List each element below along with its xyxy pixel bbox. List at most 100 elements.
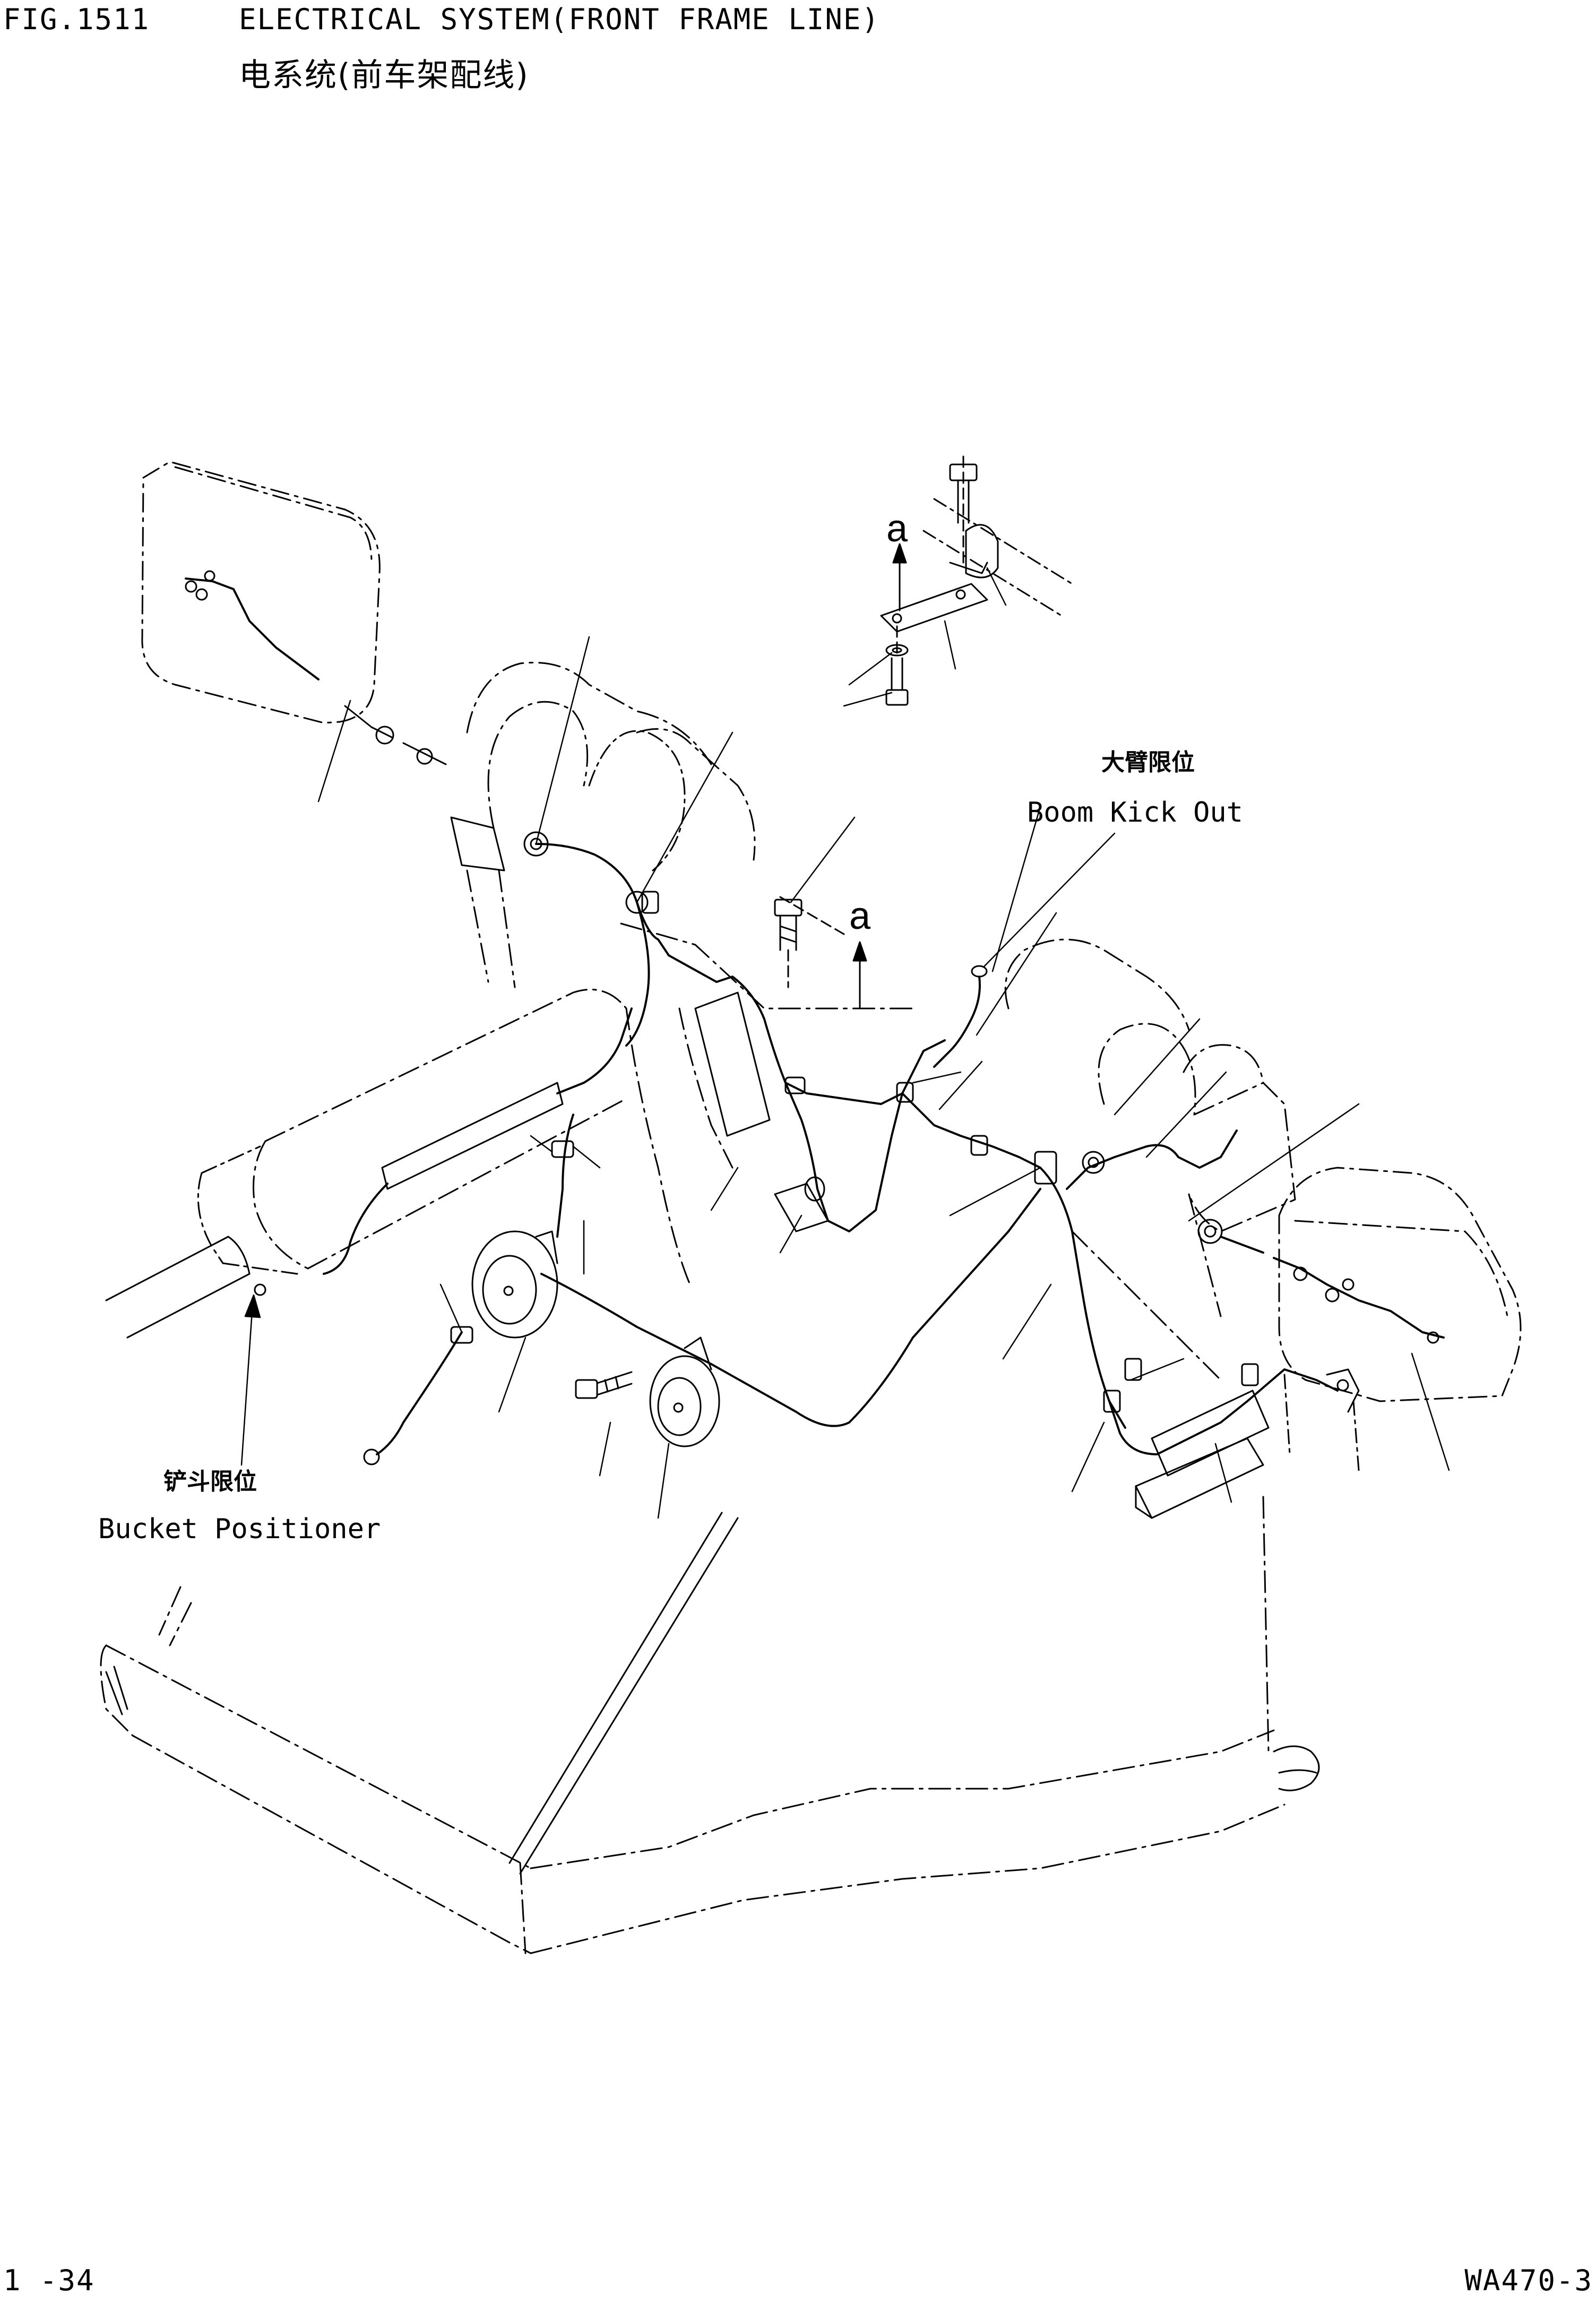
harness-run-right-2 bbox=[1067, 1146, 1146, 1189]
bucket-positioner-lead bbox=[364, 1327, 472, 1464]
left-pivot-arm bbox=[637, 729, 755, 860]
right-grommet bbox=[1083, 1152, 1104, 1173]
harness-clip bbox=[971, 1136, 987, 1155]
left-headlamp-connector bbox=[205, 571, 214, 581]
left-pivot-boss-inner bbox=[589, 731, 685, 870]
bucket-positioner-leader-head bbox=[245, 1295, 260, 1317]
boom-kick-out-leader bbox=[985, 833, 1115, 966]
cylinder-rod-lower bbox=[127, 1274, 249, 1338]
horn-left-center bbox=[504, 1287, 513, 1295]
harness-run-right bbox=[1040, 1168, 1125, 1428]
boom-kick-out-label-cn: 大臂限位 bbox=[1101, 749, 1195, 776]
horn-bolt-shank bbox=[597, 1372, 632, 1395]
left-headlamp bbox=[142, 462, 446, 764]
left-headlamp-connector bbox=[196, 589, 207, 600]
right-headlamp-connector bbox=[1428, 1332, 1438, 1343]
harness-clip bbox=[1035, 1152, 1056, 1184]
boom-arm-front-edge bbox=[510, 1513, 722, 1863]
right-headlamp-connector bbox=[1343, 1279, 1353, 1290]
boom-kick-out-sensor bbox=[972, 966, 987, 977]
boom-kick-out-label-en: Boom Kick Out bbox=[1027, 797, 1243, 829]
detail-a-lower-arrowhead bbox=[853, 942, 866, 961]
left-headlamp-face bbox=[175, 467, 372, 563]
junction-clip bbox=[1242, 1364, 1258, 1385]
center-frame-top bbox=[621, 924, 913, 1008]
left-headlamp-connector bbox=[186, 581, 196, 592]
leader-line bbox=[950, 1168, 1040, 1215]
right-grommet-wire bbox=[1221, 1237, 1263, 1253]
right-grommet-inner bbox=[1089, 1158, 1098, 1167]
leader-line bbox=[1003, 1284, 1051, 1359]
leader-line bbox=[993, 807, 1040, 971]
detail-a-plate-hole bbox=[893, 614, 901, 623]
center-frame bbox=[621, 924, 913, 1284]
leader-line bbox=[1072, 1422, 1104, 1491]
harness-run-2 bbox=[626, 902, 649, 1046]
junction-clip bbox=[1125, 1359, 1141, 1380]
harness-run-4 bbox=[786, 1040, 945, 1104]
boom-arm-left-end bbox=[101, 1645, 133, 1736]
model-code: WA470-3 bbox=[1464, 2264, 1593, 2297]
center-bolt-dash bbox=[780, 897, 844, 934]
right-frame-wall bbox=[1189, 1083, 1295, 1231]
bucket-positioner-wire bbox=[377, 1332, 462, 1454]
horn-right-center bbox=[674, 1403, 683, 1412]
harness-run-6 bbox=[902, 1093, 1040, 1168]
left-headlamp-housing bbox=[142, 462, 379, 723]
leader-line bbox=[637, 732, 732, 902]
left-grommet-2 bbox=[626, 892, 648, 913]
right-grommets bbox=[934, 966, 1263, 1253]
leader-line bbox=[791, 817, 855, 902]
detail-a-arrowhead bbox=[893, 544, 906, 563]
junction-box-body bbox=[1152, 1391, 1269, 1476]
bucket-positioner-label-en: Bucket Positioner bbox=[98, 1513, 381, 1545]
leader-line bbox=[531, 1136, 552, 1152]
boom-arm-top bbox=[106, 1645, 1274, 1868]
lower-boom-arm bbox=[101, 1497, 1284, 1953]
figure-number: FIG.1511 bbox=[3, 3, 150, 36]
leader-line bbox=[977, 913, 1056, 1035]
leader-line bbox=[600, 1422, 610, 1476]
leader-line bbox=[441, 1284, 462, 1332]
right-grommet-2 bbox=[1198, 1220, 1222, 1243]
horn-bolt-head bbox=[576, 1380, 597, 1398]
junction-frame-side bbox=[1284, 1375, 1359, 1470]
boom-arm-vertical-edge bbox=[520, 1863, 525, 1953]
leader-line bbox=[1412, 1353, 1449, 1470]
left-headlamp-inner-wiring bbox=[186, 579, 318, 679]
harness-run-left-drop bbox=[557, 1115, 573, 1237]
harness-run-5 bbox=[786, 1083, 828, 1221]
detail-a-mark-upper: a bbox=[886, 507, 908, 550]
right-headlamp-face bbox=[1295, 1221, 1507, 1316]
detail-a-mark-lower: a bbox=[849, 895, 871, 937]
leader-line bbox=[1189, 1104, 1359, 1221]
center-grommet bbox=[805, 1177, 824, 1201]
leader-line bbox=[945, 621, 955, 669]
detail-a-lower-bolt-shank bbox=[892, 658, 902, 690]
left-headlamp-plug bbox=[417, 749, 432, 764]
detail-a-plate bbox=[881, 584, 987, 632]
leader-line bbox=[711, 1168, 738, 1210]
right-frame-wall-lower bbox=[1072, 1194, 1221, 1380]
detail-a-clamp bbox=[966, 525, 998, 577]
left-headlamp-grommet bbox=[376, 727, 393, 744]
right-headlamp-connector bbox=[1294, 1267, 1307, 1280]
main-harness bbox=[536, 844, 1237, 1428]
horn-right-bell-inner bbox=[658, 1378, 701, 1435]
boom-cross-tube bbox=[106, 989, 632, 1338]
leader-lines bbox=[241, 568, 1449, 1518]
detail-a-bolt-shank bbox=[958, 480, 969, 523]
detail-a-tube bbox=[924, 499, 1072, 616]
left-pivot-outline bbox=[467, 662, 711, 764]
right-headlamp-wiring bbox=[1274, 1258, 1444, 1338]
leader-line bbox=[1131, 1359, 1184, 1380]
center-bolt-head bbox=[775, 900, 801, 916]
boom-kick-out-wire bbox=[934, 977, 980, 1067]
leader-line bbox=[536, 637, 589, 844]
center-clips bbox=[552, 892, 1056, 1231]
bucket-positioner-sensor bbox=[255, 1284, 265, 1295]
harness-run-3 bbox=[669, 955, 786, 1083]
boom-arm-bottom bbox=[531, 1805, 1284, 1953]
junction-box-wire-2 bbox=[1247, 1369, 1338, 1401]
bucket-pin-boss-2 bbox=[1279, 1770, 1316, 1773]
